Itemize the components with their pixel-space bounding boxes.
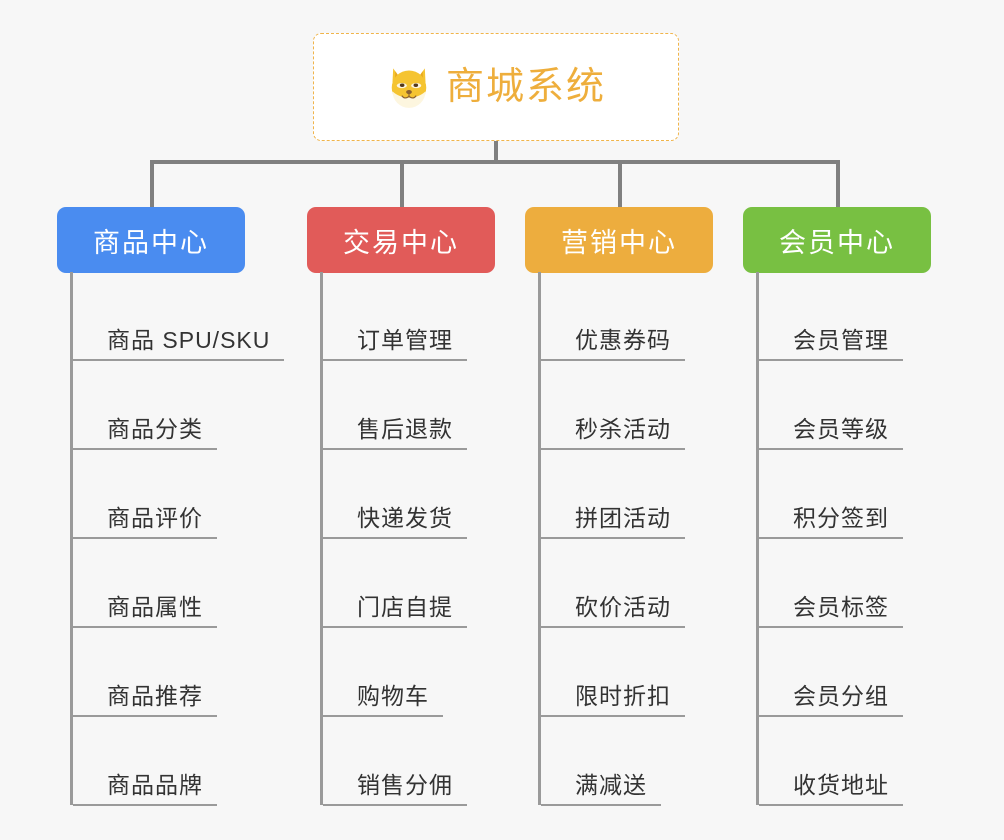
leaf-item[interactable]: 商品 SPU/SKU — [73, 272, 285, 361]
root-node[interactable]: 商城系统 — [313, 33, 679, 141]
leaf-label: 满减送 — [575, 771, 647, 798]
category-header-4[interactable]: 会员中心 — [743, 207, 931, 273]
leaf-item[interactable]: 会员分组 — [759, 628, 903, 717]
leaf-label: 优惠券码 — [575, 326, 671, 353]
leaf-item[interactable]: 售后退款 — [323, 361, 467, 450]
connector-drop-3 — [618, 160, 622, 207]
connector-root-stem — [494, 141, 498, 162]
leaf-label: 商品分类 — [107, 415, 203, 442]
leaf-label: 订单管理 — [357, 326, 453, 353]
category-header-2-label: 交易中心 — [343, 227, 459, 258]
leaf-label: 门店自提 — [357, 593, 453, 620]
leaf-item[interactable]: 积分签到 — [759, 450, 903, 539]
leaf-item[interactable]: 销售分佣 — [323, 717, 467, 806]
connector-drop-1 — [150, 160, 154, 207]
leaf-item[interactable]: 会员等级 — [759, 361, 903, 450]
category-header-4-label: 会员中心 — [779, 227, 895, 258]
connector-drop-4 — [836, 160, 840, 207]
leaf-item[interactable]: 限时折扣 — [541, 628, 685, 717]
leaf-label: 限时折扣 — [575, 682, 671, 709]
leaf-label: 商品属性 — [107, 593, 203, 620]
category-header-1-label: 商品中心 — [93, 227, 209, 258]
leaf-item[interactable]: 商品品牌 — [73, 717, 217, 806]
leaf-label: 收货地址 — [793, 771, 889, 798]
category-header-1[interactable]: 商品中心 — [57, 207, 245, 273]
connector-drop-2 — [400, 160, 404, 207]
leaf-item[interactable]: 收货地址 — [759, 717, 903, 806]
leaf-item[interactable]: 砍价活动 — [541, 539, 685, 628]
category-header-3-label: 营销中心 — [561, 227, 677, 258]
leaf-item[interactable]: 拼团活动 — [541, 450, 685, 539]
leaf-label: 会员标签 — [793, 593, 889, 620]
column-spine-1 — [70, 272, 73, 805]
leaf-item[interactable]: 门店自提 — [323, 539, 467, 628]
leaf-label: 商品品牌 — [107, 771, 203, 798]
leaf-item[interactable]: 会员标签 — [759, 539, 903, 628]
leaf-label: 会员等级 — [793, 415, 889, 442]
leaf-label: 购物车 — [357, 682, 429, 709]
leaf-label: 商品评价 — [107, 504, 203, 531]
leaf-label: 快递发货 — [357, 504, 453, 531]
leaf-label: 会员管理 — [793, 326, 889, 353]
leaf-label: 拼团活动 — [575, 504, 671, 531]
leaf-item[interactable]: 商品属性 — [73, 539, 217, 628]
leaf-label: 商品 SPU/SKU — [107, 326, 271, 353]
leaf-item[interactable]: 商品评价 — [73, 450, 217, 539]
leaf-item[interactable]: 满减送 — [541, 717, 661, 806]
leaf-item[interactable]: 会员管理 — [759, 272, 903, 361]
leaf-item[interactable]: 商品推荐 — [73, 628, 217, 717]
dog-face-icon — [386, 64, 432, 110]
column-spine-3 — [538, 272, 541, 805]
column-spine-4 — [756, 272, 759, 805]
leaf-item[interactable]: 秒杀活动 — [541, 361, 685, 450]
leaf-item[interactable]: 快递发货 — [323, 450, 467, 539]
leaf-label: 会员分组 — [793, 682, 889, 709]
leaf-label: 秒杀活动 — [575, 415, 671, 442]
leaf-label: 销售分佣 — [357, 771, 453, 798]
category-header-2[interactable]: 交易中心 — [307, 207, 495, 273]
column-spine-2 — [320, 272, 323, 805]
leaf-label: 售后退款 — [357, 415, 453, 442]
leaf-label: 商品推荐 — [107, 682, 203, 709]
leaf-item[interactable]: 优惠券码 — [541, 272, 685, 361]
leaf-item[interactable]: 购物车 — [323, 628, 443, 717]
leaf-label: 砍价活动 — [575, 593, 671, 620]
leaf-item[interactable]: 订单管理 — [323, 272, 467, 361]
leaf-item[interactable]: 商品分类 — [73, 361, 217, 450]
category-header-3[interactable]: 营销中心 — [525, 207, 713, 273]
leaf-label: 积分签到 — [793, 504, 889, 531]
root-title: 商城系统 — [445, 66, 606, 108]
connector-horizontal-bus — [150, 160, 840, 164]
